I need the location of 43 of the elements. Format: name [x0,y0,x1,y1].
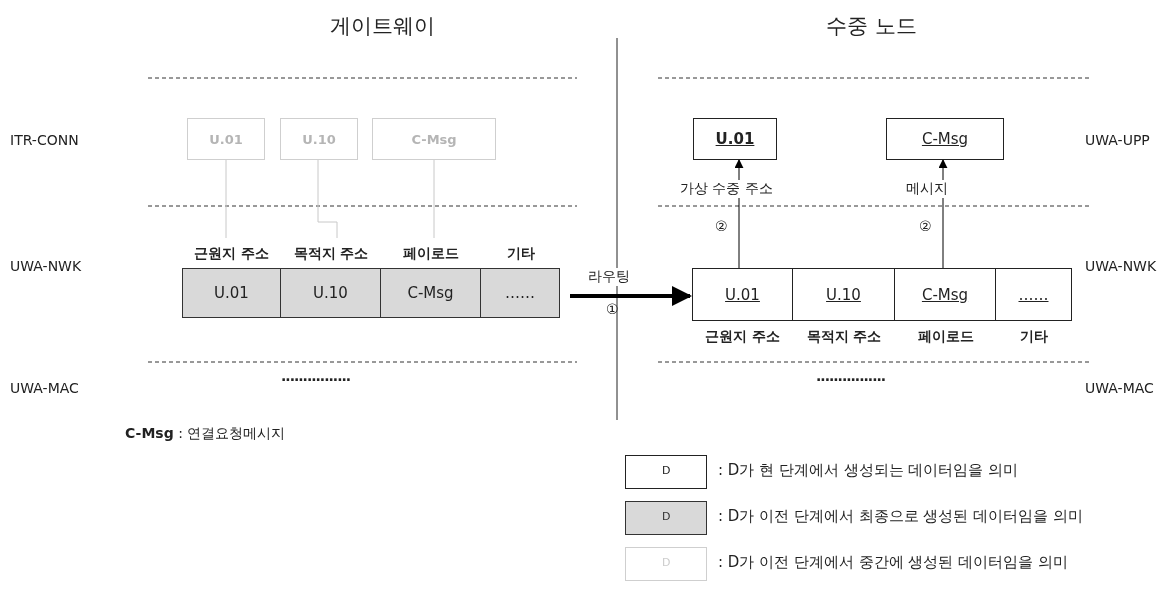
field-cell: U.01 [187,118,265,160]
dotted-ellipsis: ················ [816,372,886,388]
field-heading: 기타 [505,244,536,263]
field-heading: 페이로드 [402,244,460,263]
connector-line [317,159,338,239]
field-heading: 기타 [1019,327,1049,346]
title: 게이트웨이 [330,13,435,40]
field-cell: …… [481,268,560,318]
field-heading: 근원지 주소 [704,327,781,346]
layer-label: UWA-NWK [10,258,82,274]
legend-text: : D가 이전 단계에서 최종으로 생성된 데이터임을 의미 [718,506,1084,526]
field-cell: …… [996,268,1072,321]
field-cell: U.01 [693,118,777,160]
legend-sample-letter: D [662,464,671,477]
arrow [570,286,692,306]
edge-label: 가상 수중 주소 [678,180,775,198]
field-cell: C-Msg [886,118,1004,160]
field-cell: C-Msg [895,268,996,321]
dotted-ellipsis: ················ [281,372,351,388]
legend-text: : D가 현 단계에서 생성되는 데이터임을 의미 [718,460,1020,480]
title: 수중 노드 [826,13,917,40]
step-number: ① [606,301,619,317]
field-cell: U.10 [280,118,358,160]
layer-label: UWA-MAC [1085,380,1154,396]
field-heading: 페이로드 [916,327,975,346]
field-heading: 근원지 주소 [193,244,270,263]
field-cell: U.10 [793,268,895,321]
field-cell: C-Msg [372,118,496,160]
field-cell: U.01 [182,268,281,318]
layer-label: UWA-UPP [1085,132,1150,148]
field-heading: 목적지 주소 [292,244,370,263]
step-number: ② [919,218,932,234]
field-heading: 목적지 주소 [805,327,883,346]
layer-label: UWA-NWK [1085,258,1157,274]
field-cell: U.01 [692,268,793,321]
legend-text: : D가 이전 단계에서 중간에 생성된 데이터임을 의미 [718,552,1069,572]
layer-label: ITR-CONN [10,132,79,148]
field-cell: C-Msg [381,268,481,318]
abbreviation-note: C-Msg : 연결요청메시지 [125,425,286,443]
step-number: ② [715,218,728,234]
field-cell: U.10 [281,268,381,318]
layer-label: UWA-MAC [10,380,79,396]
legend-sample-letter: D [662,510,671,523]
